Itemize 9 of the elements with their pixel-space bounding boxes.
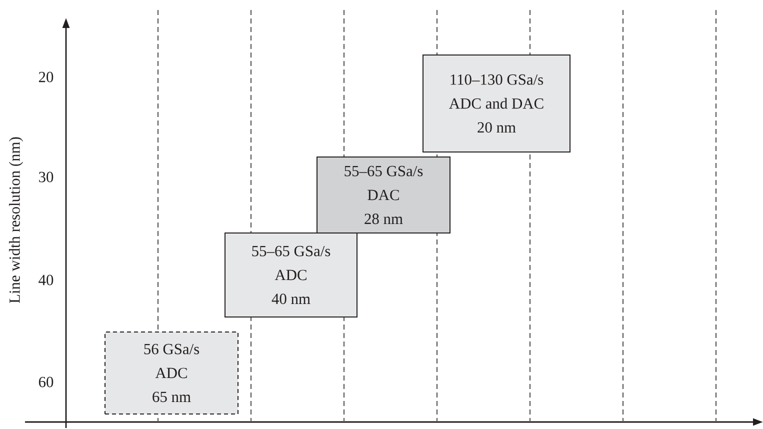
process-box: 55–65 GSa/s ADC 40 nm: [224, 232, 358, 318]
tick-label: 20: [38, 72, 54, 82]
tick-label: 40: [38, 274, 54, 286]
process-box: 55–65 GSa/s DAC 28 nm: [316, 156, 450, 234]
axis-title: Line width resolution (nm): [9, 137, 23, 303]
process-box: 110–130 GSa/s ADC and DAC 20 nm: [422, 54, 570, 152]
process-box: 56 GSa/s ADC 65 nm: [104, 332, 238, 414]
tick-label: 60: [38, 376, 54, 388]
tick-label: 30: [39, 172, 54, 182]
